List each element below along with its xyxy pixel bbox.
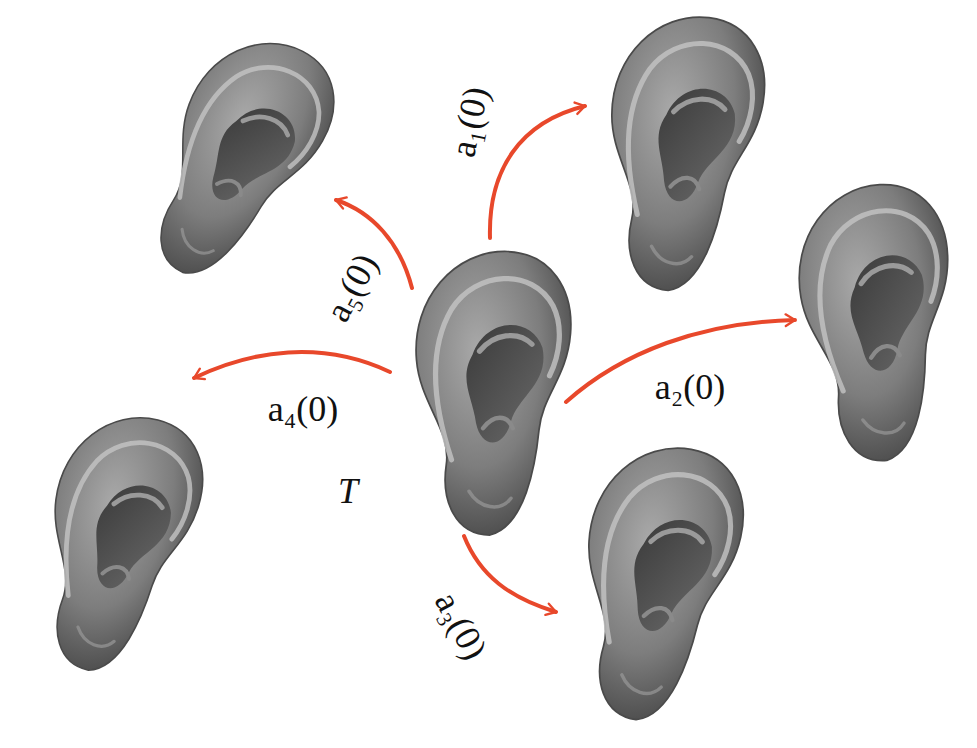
ear-shape [22,403,214,686]
vector-label: a₃(0) [426,584,494,668]
vector-label: a₂(0) [653,369,728,407]
template-node: T [400,245,580,545]
ear-shape [565,437,752,731]
ear-shape [791,179,965,467]
node-label: T [338,473,358,509]
deformation-arrow [464,536,556,612]
vector-label: a₁(0) [444,82,496,163]
vector-label: a₅(0) [318,246,386,330]
vector-label: a₄(0) [266,391,341,429]
ear-shape [597,10,771,298]
deformation-arrow [490,106,585,238]
deformation-arrow [194,352,390,378]
template-ear [416,251,571,535]
ear-shape [123,17,353,303]
